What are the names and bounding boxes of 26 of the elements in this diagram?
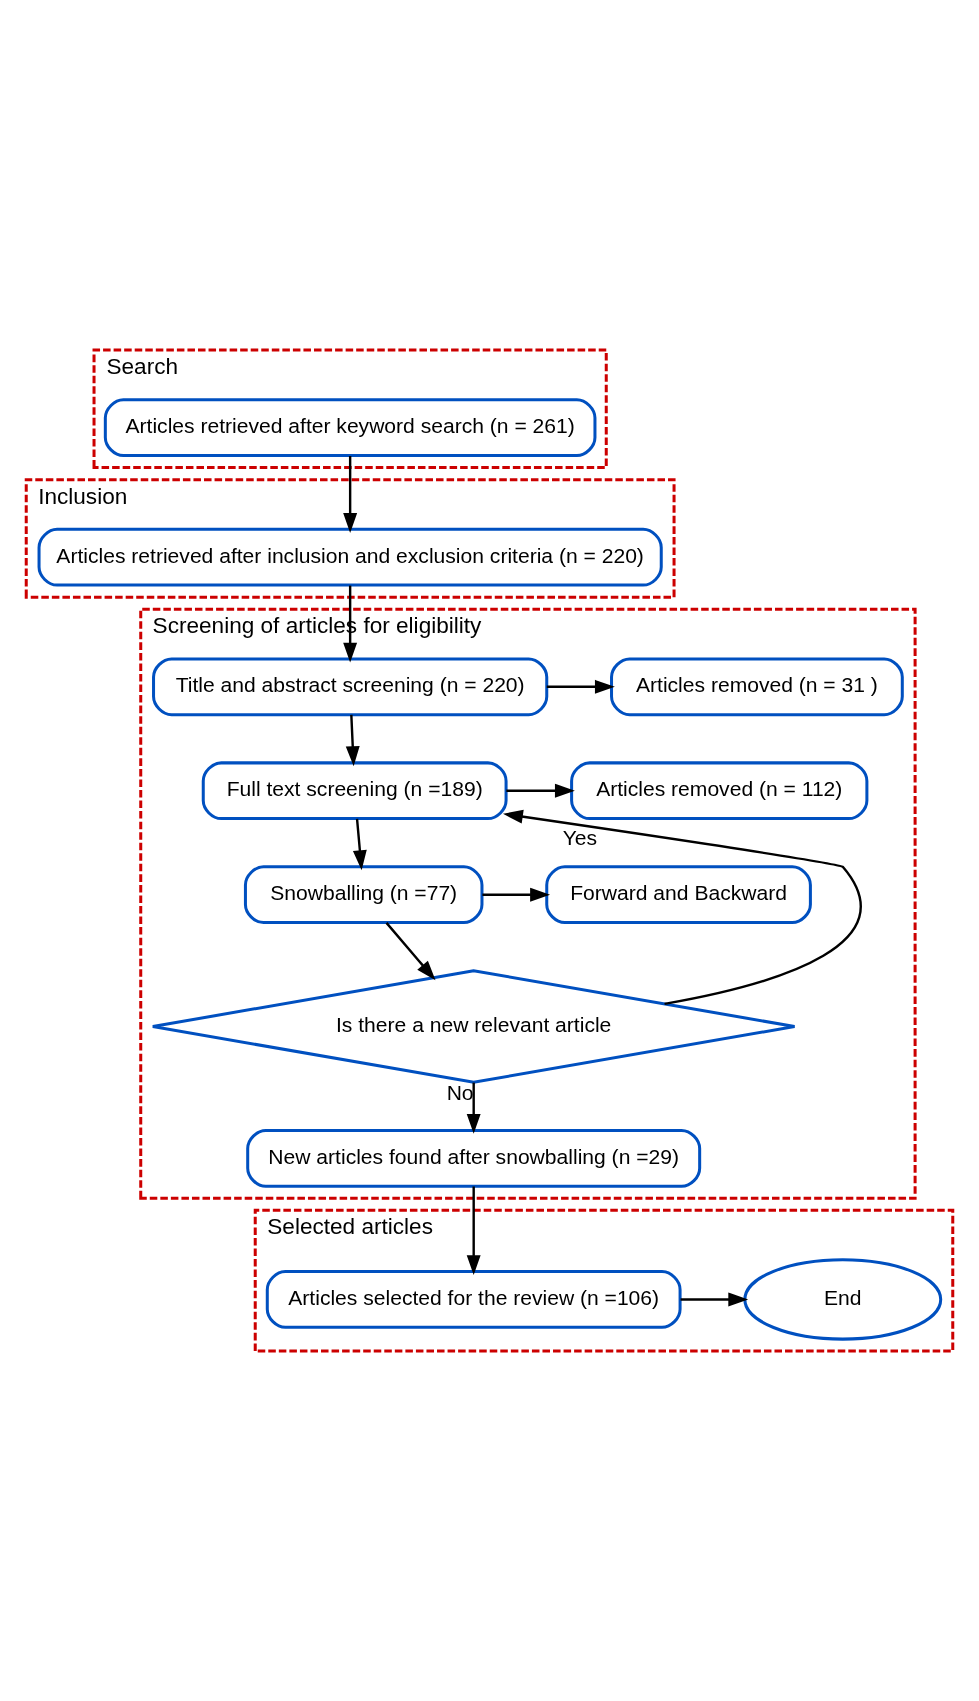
node-box: Forward and Backward: [545, 865, 812, 925]
arrow: [466, 1186, 481, 1276]
node-box: Articles selected for the review (n =106): [265, 1270, 682, 1329]
arrow: [352, 818, 367, 871]
node-box: Articles retrieved after keyword search (n = 261): [103, 398, 597, 458]
node-box: Title and abstract screening (n = 220): [152, 657, 549, 717]
node-box: New articles found after snowballing (n =29): [246, 1128, 702, 1188]
node-ellipse: End: [743, 1258, 943, 1341]
node-diamond: Is there a new relevant article: [151, 969, 797, 1084]
edge-label: No: [446, 1081, 474, 1105]
arrow: [506, 783, 575, 798]
node-box: Full text screening (n =189): [201, 761, 508, 821]
edge-label: Yes: [562, 825, 598, 849]
arrow: [466, 1082, 481, 1134]
arrow: [680, 1292, 749, 1307]
node-box: Articles retrieved after inclusion and exclusion criteria (n = 220): [37, 527, 663, 587]
node-box: Articles removed (n = 31 ): [610, 657, 904, 717]
arrow: [482, 887, 551, 902]
arrow: [503, 809, 862, 1006]
arrow: [343, 585, 358, 663]
arrow: [345, 714, 360, 767]
node-box: Articles removed (n = 112): [570, 761, 869, 821]
arrow: [385, 922, 436, 981]
node-box: Snowballing (n =77): [243, 865, 484, 925]
arrow: [546, 679, 615, 694]
arrow: [343, 456, 358, 533]
